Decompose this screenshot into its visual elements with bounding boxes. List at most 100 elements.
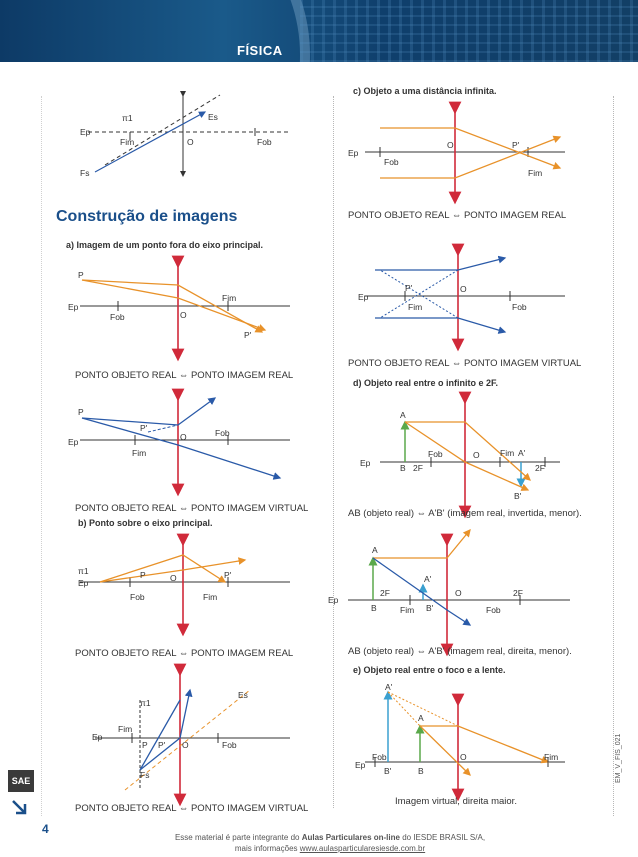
section-title: Construção de imagens (56, 208, 238, 225)
sae-logo: SAE (8, 770, 34, 792)
label-fim: Fim (203, 592, 218, 602)
label-o: O (447, 140, 454, 150)
footer-link[interactable]: www.aulasparticularesiesde.com.br (299, 844, 426, 853)
arrow-down-right-icon (12, 800, 27, 815)
caption-real-real: PONTO OBJETO REAL ⇔ PONTO IMAGEM REAL (75, 370, 294, 381)
label-fim: Fim (408, 302, 423, 312)
label-o: O (187, 137, 194, 147)
label-fs: Fs (80, 168, 90, 178)
label-ep: Ep (348, 148, 359, 158)
header-arc-decoration (0, 0, 310, 62)
caption-e: Imagem virtual, direita maior. (395, 796, 517, 807)
label-p: P (78, 270, 84, 280)
column-divider (333, 96, 334, 808)
label-fim: Fim (222, 293, 237, 303)
label-es: Es (208, 112, 218, 122)
label-o: O (473, 450, 480, 460)
label-a: A (400, 410, 406, 420)
label-p: P (78, 407, 84, 417)
label-pi1: π1 (122, 113, 133, 123)
label-b: B (418, 766, 424, 776)
footer-line1-bold: Aulas Particulares on-line (301, 833, 400, 842)
diagram-a-real-real (80, 255, 290, 362)
footer-line2-prefix: mais informações (234, 844, 300, 853)
label-fim: Fim (118, 724, 133, 734)
label-p-prime: P' (224, 570, 232, 580)
diagram-c-real-real (365, 101, 565, 205)
label-ep: Ep (78, 578, 89, 588)
label-fob: Fob (372, 752, 387, 762)
subsection-b-title: b) Ponto sobre o eixo principal. (78, 518, 213, 528)
diagram-b-real-virtual (95, 663, 290, 807)
diagram-secondary-axis (88, 91, 290, 177)
label-p-prime: P' (512, 140, 520, 150)
side-code: EM_V_FIS_021 (615, 733, 622, 783)
label-a: A (372, 545, 378, 555)
label-ep: Ep (358, 292, 369, 302)
label-2f: 2F (513, 588, 523, 598)
label-fob: Fob (257, 137, 272, 147)
page-number: 4 (42, 822, 49, 836)
label-o: O (460, 752, 467, 762)
label-o: O (170, 573, 177, 583)
label-ep: Ep (68, 302, 79, 312)
margin-guide-left (41, 96, 42, 816)
caption-real-real: PONTO OBJETO REAL ⇔ PONTO IMAGEM REAL (348, 210, 567, 221)
label-fs: Fs (140, 770, 150, 780)
label-b-prime: B' (384, 766, 392, 776)
label-fob: Fob (110, 312, 125, 322)
footer-line1-suffix: do IESDE BRASIL S/A, (399, 833, 486, 842)
label-a: A (418, 713, 424, 723)
subsection-d-title: d) Objeto real entre o infinito e 2F. (353, 378, 499, 388)
label-fim: Fim (500, 448, 515, 458)
caption-real-real: PONTO OBJETO REAL ⇔ PONTO IMAGEM REAL (75, 648, 294, 659)
header-banner: FÍSICA (0, 0, 638, 62)
label-b-prime: B' (514, 491, 522, 501)
label-ep: Ep (355, 760, 366, 770)
caption-d1: AB (objeto real) ⇔ A'B' (imagem real, in… (348, 508, 582, 519)
label-p-prime: P' (405, 283, 413, 293)
label-b-prime: B' (426, 603, 434, 613)
label-p: P (142, 740, 148, 750)
subsection-e-title: e) Objeto real entre o foco e a lente. (353, 665, 506, 675)
diagram-e-virtual-larger (365, 690, 565, 802)
diagram-c-real-virtual (365, 243, 565, 352)
label-b: B (371, 603, 377, 613)
caption-real-virtual: PONTO OBJETO REAL ⇔ PONTO IMAGEM VIRTUAL (75, 803, 309, 814)
caption-real-virtual: PONTO OBJETO REAL ⇔ PONTO IMAGEM VIRTUAL (75, 503, 309, 514)
label-o: O (182, 740, 189, 750)
header-circuit-decoration (300, 0, 638, 62)
label-fob: Fob (222, 740, 237, 750)
label-pi1: π1 (140, 698, 151, 708)
footer: Esse material é parte integrante do Aula… (120, 832, 540, 854)
caption-d2: AB (objeto real) ⇔ A'B' (imagem real, di… (348, 646, 572, 657)
label-fim: Fim (120, 137, 135, 147)
label-ep: Ep (92, 732, 103, 742)
label-fob: Fob (428, 449, 443, 459)
label-fob: Fob (486, 605, 501, 615)
label-fim: Fim (528, 168, 543, 178)
label-es: Es (238, 690, 248, 700)
label-p-prime: P' (140, 423, 148, 433)
label-a-prime: A' (385, 682, 393, 692)
diagram-d-upright-smaller (348, 528, 570, 657)
diagram-a-real-virtual (80, 388, 290, 497)
label-fob: Fob (215, 428, 230, 438)
caption-real-virtual: PONTO OBJETO REAL ⇔ PONTO IMAGEM VIRTUAL (348, 358, 582, 369)
subsection-c-title: c) Objeto a uma distância infinita. (353, 86, 497, 96)
label-ep: Ep (360, 458, 371, 468)
label-p-prime: P' (244, 330, 252, 340)
subsection-a-title: a) Imagem de um ponto fora do eixo princ… (66, 240, 264, 250)
label-a-prime: A' (518, 448, 526, 458)
label-o: O (460, 284, 467, 294)
label-2f: 2F (535, 463, 545, 473)
label-pi1: π1 (78, 566, 89, 576)
margin-guide-right (613, 96, 614, 816)
label-ep: Ep (328, 595, 339, 605)
label-fob: Fob (130, 592, 145, 602)
label-fob: Fob (512, 302, 527, 312)
label-a-prime: A' (424, 574, 432, 584)
label-p: P (140, 570, 146, 580)
label-ep: Ep (80, 127, 91, 137)
